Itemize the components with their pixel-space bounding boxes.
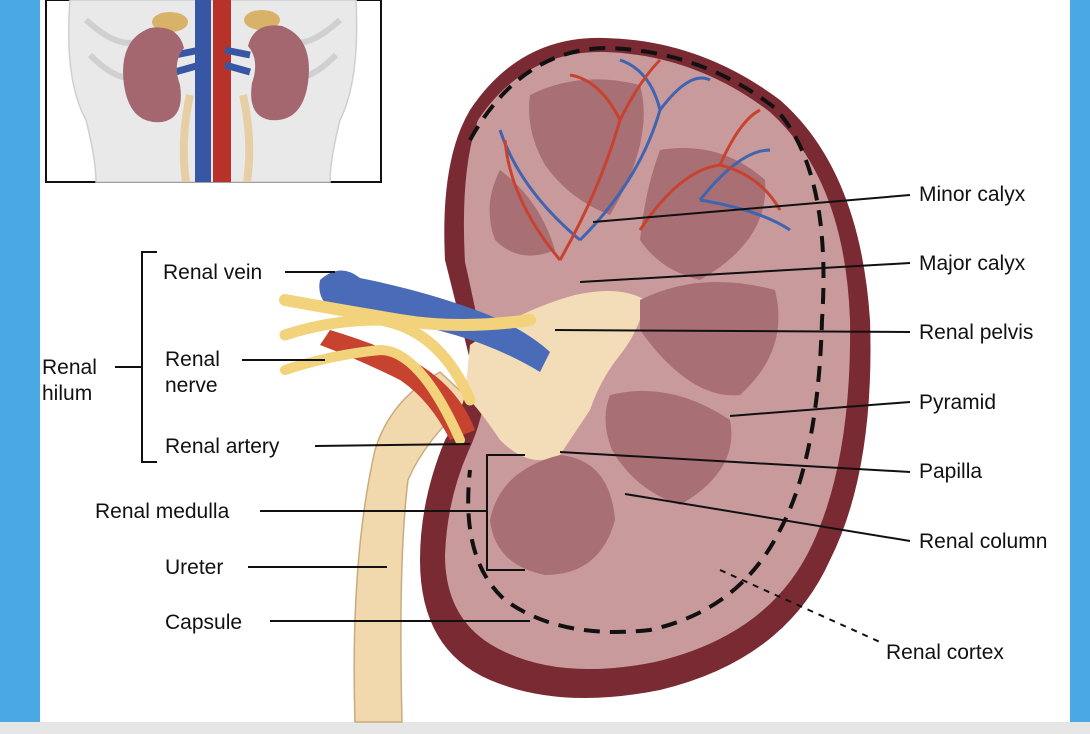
label-renal-cortex: Renal cortex	[886, 641, 1004, 664]
label-renal-column: Renal column	[919, 530, 1047, 553]
ureter-shape	[353, 371, 472, 723]
label-capsule: Capsule	[165, 611, 242, 634]
pyramid-shape	[605, 390, 732, 505]
label-renal-medulla: Renal medulla	[95, 500, 230, 523]
label-renal-pelvis: Renal pelvis	[919, 321, 1033, 344]
label-renal-hilum-2: hilum	[42, 382, 92, 405]
body-inset-icon	[45, 0, 382, 183]
label-minor-calyx: Minor calyx	[919, 183, 1026, 206]
bottom-strip	[0, 722, 1090, 734]
kidney-section	[279, 37, 871, 723]
label-pyramid: Pyramid	[919, 391, 996, 414]
pyramid-shape	[489, 170, 555, 256]
label-renal-vein: Renal vein	[163, 261, 262, 284]
pyramid-shape	[640, 282, 779, 396]
pyramid-shape	[490, 455, 615, 575]
cortex-boundary	[466, 45, 826, 634]
pyramid-shape	[640, 148, 766, 280]
label-major-calyx: Major calyx	[919, 252, 1026, 275]
label-renal-nerve-1: Renal	[165, 348, 220, 371]
medulla-bracket	[486, 454, 525, 571]
label-ureter: Ureter	[165, 556, 223, 579]
label-renal-artery: Renal artery	[165, 435, 280, 458]
label-renal-hilum-1: Renal	[42, 356, 97, 379]
label-renal-nerve-2: nerve	[165, 374, 218, 397]
label-papilla: Papilla	[919, 460, 982, 483]
leader-lines	[115, 194, 911, 643]
